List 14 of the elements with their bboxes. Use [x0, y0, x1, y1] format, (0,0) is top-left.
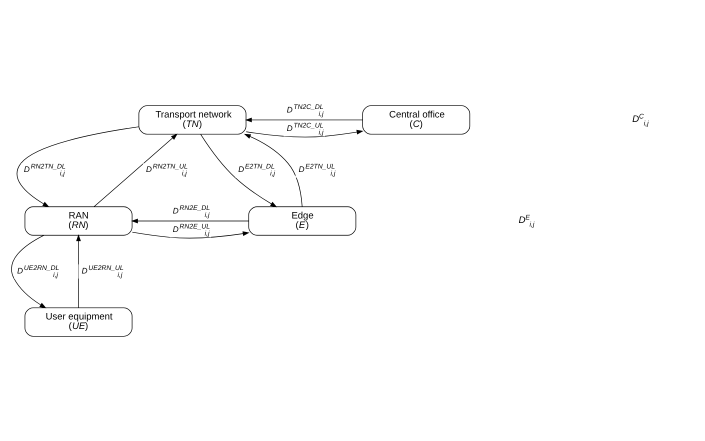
arrow — [76, 234, 81, 308]
node-box: Edge (E) — [248, 206, 356, 236]
arrow — [131, 218, 249, 223]
arrow — [94, 133, 178, 207]
arrow — [244, 133, 302, 206]
arrow — [11, 234, 46, 308]
arrow — [132, 230, 250, 238]
node-box: RAN (RN) — [24, 206, 132, 236]
arrow — [16, 126, 140, 207]
arrow — [245, 117, 363, 122]
node-box: Transport network (TN) — [138, 104, 246, 134]
node-box: Central office (C) — [362, 104, 470, 134]
arrow — [246, 129, 364, 137]
node-box: User equipment (UE) — [24, 306, 132, 336]
